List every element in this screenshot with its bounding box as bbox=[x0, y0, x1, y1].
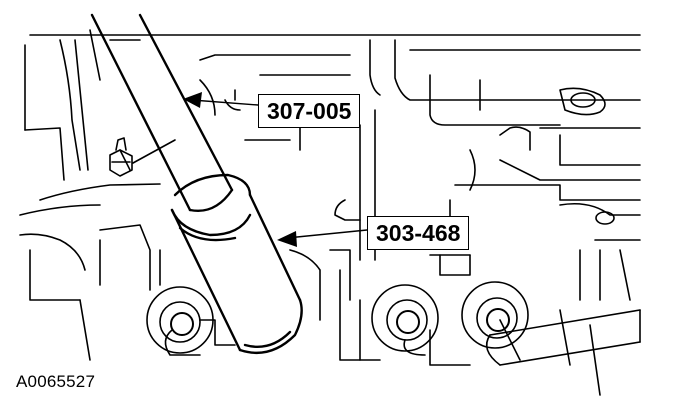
leader-307-005 bbox=[191, 99, 259, 106]
figure-id: A0065527 bbox=[16, 372, 96, 391]
bushing-right bbox=[461, 281, 529, 349]
leader-303-468 bbox=[286, 229, 368, 239]
bolt-nut bbox=[109, 137, 176, 177]
tool-307-005-rod bbox=[90, 13, 234, 212]
arrowhead-307-005 bbox=[183, 92, 202, 108]
lower-bar bbox=[485, 309, 641, 366]
tool-303-468-sleeve bbox=[170, 173, 303, 355]
callout-307-005: 307-005 bbox=[258, 94, 361, 128]
bushing-center bbox=[371, 284, 439, 356]
callout-303-468: 303-468 bbox=[367, 216, 470, 250]
engine-block-outline bbox=[19, 29, 641, 396]
bushing-left bbox=[146, 286, 236, 356]
arrowhead-303-468 bbox=[277, 231, 297, 247]
